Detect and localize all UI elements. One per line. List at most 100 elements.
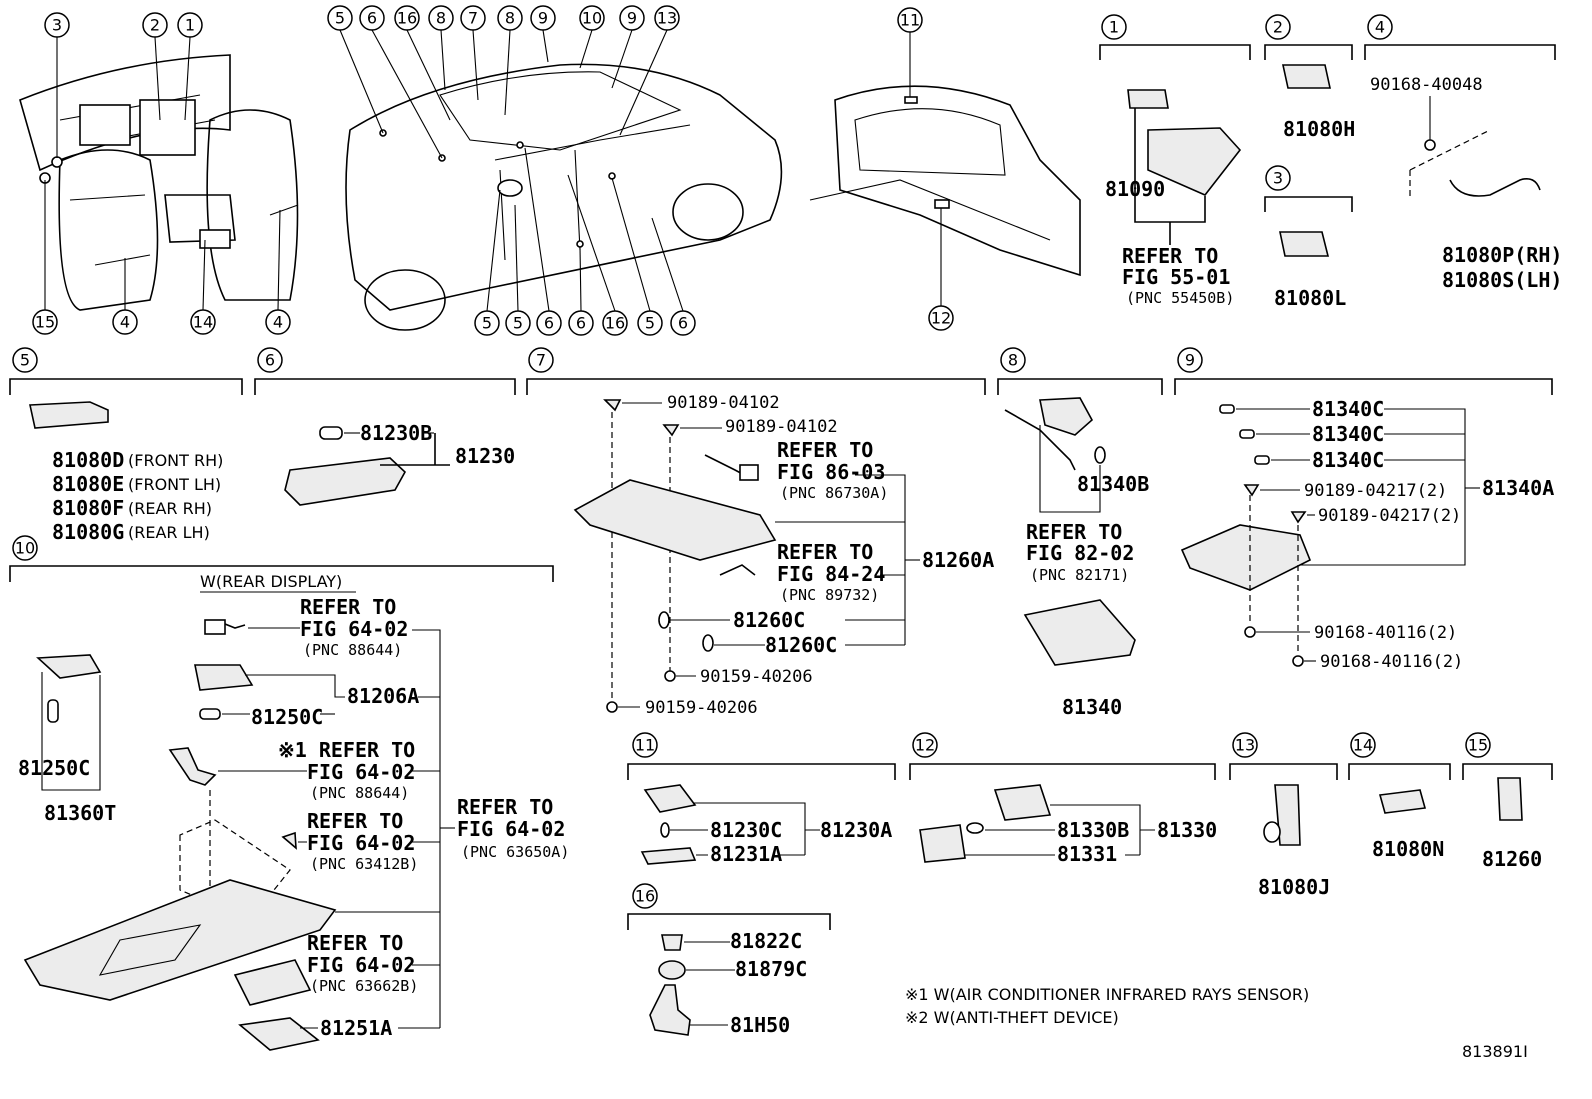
section-6: 6 81230B 81230 bbox=[254, 347, 516, 506]
svg-text:8: 8 bbox=[436, 9, 446, 28]
map-lamp-81260a bbox=[573, 479, 777, 561]
callout-13-car-top: 13 bbox=[619, 5, 680, 136]
label-81260a: 81260A bbox=[922, 548, 994, 572]
svg-text:81340C: 81340C bbox=[1312, 422, 1384, 446]
screw-90159-40206-a bbox=[664, 670, 676, 682]
wire-89732 bbox=[719, 564, 756, 576]
cap-81822c bbox=[661, 934, 683, 951]
svg-text:(PNC 63650A): (PNC 63650A) bbox=[461, 843, 569, 861]
svg-text:FIG 64-02: FIG 64-02 bbox=[307, 760, 415, 784]
lamp-81360t bbox=[36, 654, 102, 679]
svg-text:14: 14 bbox=[193, 313, 213, 332]
svg-text:FIG 64-02: FIG 64-02 bbox=[300, 617, 408, 641]
svg-text:14: 14 bbox=[1353, 736, 1373, 755]
svg-text:(PNC 63412B): (PNC 63412B) bbox=[310, 855, 418, 873]
callout-4-interior-right: 4 bbox=[265, 209, 291, 335]
svg-text:1: 1 bbox=[185, 16, 195, 35]
callout-6-car-bottom-a: 6 bbox=[524, 147, 562, 336]
svg-text:81231A: 81231A bbox=[710, 842, 782, 866]
label-w-rear-display: W(REAR DISPLAY) bbox=[200, 572, 342, 591]
svg-text:REFER TO: REFER TO bbox=[777, 438, 873, 462]
label-81260: 81260 bbox=[1482, 847, 1542, 871]
svg-text:FIG 64-02: FIG 64-02 bbox=[307, 831, 415, 855]
svg-text:REFER TO: REFER TO bbox=[457, 795, 553, 819]
callout-15-interior: 15 bbox=[32, 180, 58, 335]
svg-text:16: 16 bbox=[397, 9, 417, 28]
callout-16-car-top: 16 bbox=[394, 5, 451, 121]
callout-16-car-bottom: 16 bbox=[567, 174, 628, 336]
bracket-part-81090-a bbox=[1127, 89, 1169, 109]
lamp-81230 bbox=[284, 457, 407, 506]
bulb-81230b bbox=[319, 426, 343, 440]
svg-text:6: 6 bbox=[265, 351, 275, 370]
svg-text:6: 6 bbox=[544, 314, 554, 333]
svg-text:4: 4 bbox=[1375, 18, 1385, 37]
label-81080h: 81080H bbox=[1283, 117, 1355, 141]
label-81080e: 81080E bbox=[52, 472, 124, 496]
lamp-body-81340a bbox=[1180, 524, 1312, 591]
callout-6-car-top: 6 bbox=[359, 5, 443, 159]
svg-text:FIG 82-02: FIG 82-02 bbox=[1026, 541, 1134, 565]
footnote-2: ※2 W(ANTI-THEFT DEVICE) bbox=[905, 1008, 1119, 1027]
svg-text:6: 6 bbox=[678, 314, 688, 333]
svg-text:8: 8 bbox=[505, 9, 515, 28]
callout-5-car-bottom-a: 5 bbox=[474, 189, 501, 336]
svg-text:10: 10 bbox=[582, 9, 602, 28]
lamp-81206a bbox=[194, 664, 254, 691]
svg-text:81250C: 81250C bbox=[18, 756, 90, 780]
lamp-81230a bbox=[643, 784, 697, 813]
callout-5-car-top: 5 bbox=[327, 5, 384, 134]
callout-7-car-top: 7 bbox=[460, 5, 486, 101]
svg-text:REFER TO: REFER TO bbox=[1026, 520, 1122, 544]
svg-text:90189-04102: 90189-04102 bbox=[667, 393, 780, 413]
bulb-81230c bbox=[660, 822, 670, 838]
label-81330: 81330 bbox=[1157, 818, 1217, 842]
screw-90159-40206-b bbox=[606, 701, 618, 713]
label-81080d: 81080D bbox=[52, 448, 124, 472]
svg-text:(REAR LH): (REAR LH) bbox=[128, 523, 210, 542]
svg-text:81250C: 81250C bbox=[251, 705, 323, 729]
label-81251a: 81251A bbox=[320, 1016, 392, 1040]
svg-text:2: 2 bbox=[1273, 18, 1283, 37]
lens-81231a bbox=[640, 847, 697, 865]
svg-text:81340C: 81340C bbox=[1312, 397, 1384, 421]
svg-text:4: 4 bbox=[273, 313, 283, 332]
label-81090: 81090 bbox=[1105, 177, 1165, 201]
lamp-81330 bbox=[993, 784, 1052, 821]
svg-text:81879C: 81879C bbox=[735, 957, 807, 981]
section-15: 15 81260 bbox=[1462, 732, 1553, 871]
svg-text:90168-40116(2): 90168-40116(2) bbox=[1314, 623, 1457, 643]
svg-text:5: 5 bbox=[335, 9, 345, 28]
callout-3-interior: 3 bbox=[44, 12, 70, 158]
section-11: 11 81230C 81231A 81230A bbox=[627, 732, 896, 866]
section-7: 7 90189-04102 90189-04102 REFER TO FIG 8… bbox=[526, 347, 994, 718]
svg-text:13: 13 bbox=[657, 9, 677, 28]
label-81080s: 81080S(LH) bbox=[1442, 268, 1562, 292]
svg-text:FIG 84-24: FIG 84-24 bbox=[777, 562, 885, 586]
svg-text:REFER TO: REFER TO bbox=[307, 931, 403, 955]
label-81080f: 81080F bbox=[52, 496, 124, 520]
svg-text:(PNC 63662B): (PNC 63662B) bbox=[310, 977, 418, 995]
svg-text:16: 16 bbox=[635, 887, 655, 906]
screw-90168-40048 bbox=[1424, 139, 1436, 151]
svg-text:(PNC 86730A): (PNC 86730A) bbox=[780, 484, 888, 502]
svg-text:81340C: 81340C bbox=[1312, 448, 1384, 472]
svg-text:81H50: 81H50 bbox=[730, 1013, 790, 1037]
svg-text:1: 1 bbox=[1109, 18, 1119, 37]
courtesy-switch-part bbox=[29, 401, 109, 429]
interior-overview-illustration bbox=[19, 54, 299, 311]
svg-text:13: 13 bbox=[1235, 736, 1255, 755]
callout-11-trunk: 11 bbox=[897, 7, 923, 97]
label-81080j: 81080J bbox=[1258, 875, 1330, 899]
svg-text:81230C: 81230C bbox=[710, 818, 782, 842]
svg-text:81822C: 81822C bbox=[730, 929, 802, 953]
label-81080g: 81080G bbox=[52, 520, 124, 544]
callout-9-car-top-b: 9 bbox=[611, 5, 645, 89]
svg-text:9: 9 bbox=[1185, 351, 1195, 370]
section-14: 14 81080N bbox=[1348, 732, 1451, 861]
label-81230b: 81230B bbox=[360, 421, 432, 445]
svg-text:6: 6 bbox=[576, 314, 586, 333]
svg-text:15: 15 bbox=[1468, 736, 1488, 755]
svg-text:81260C: 81260C bbox=[733, 608, 805, 632]
panel-81251a bbox=[238, 1017, 320, 1051]
